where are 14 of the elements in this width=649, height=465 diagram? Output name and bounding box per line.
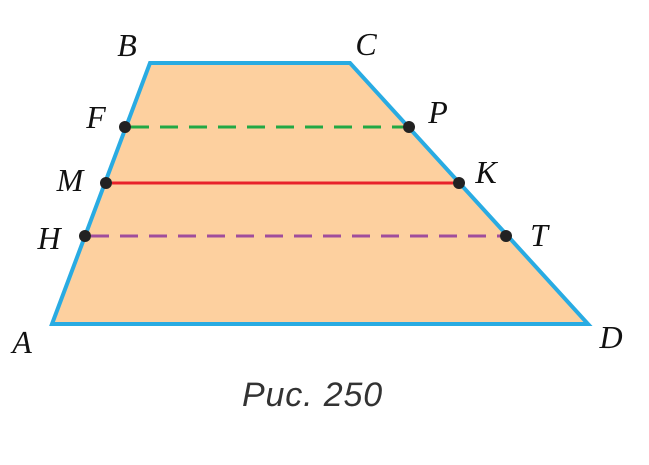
figure-caption: Рис. 250	[242, 378, 384, 412]
point-letter: F	[86, 101, 106, 133]
dashed-line	[91, 234, 500, 238]
line-segment	[112, 182, 453, 184]
vertex-letter: A	[12, 326, 32, 358]
vertex-letter: D	[599, 321, 623, 353]
point-letter: M	[56, 164, 84, 196]
dashed-line	[131, 126, 403, 128]
point-letter: P	[428, 96, 448, 128]
point-letter: H	[37, 222, 61, 254]
vertex-letter: B	[117, 29, 137, 61]
point-letter: K	[475, 156, 497, 188]
point-letter: T	[530, 219, 548, 251]
vertex-letter: C	[355, 28, 377, 60]
